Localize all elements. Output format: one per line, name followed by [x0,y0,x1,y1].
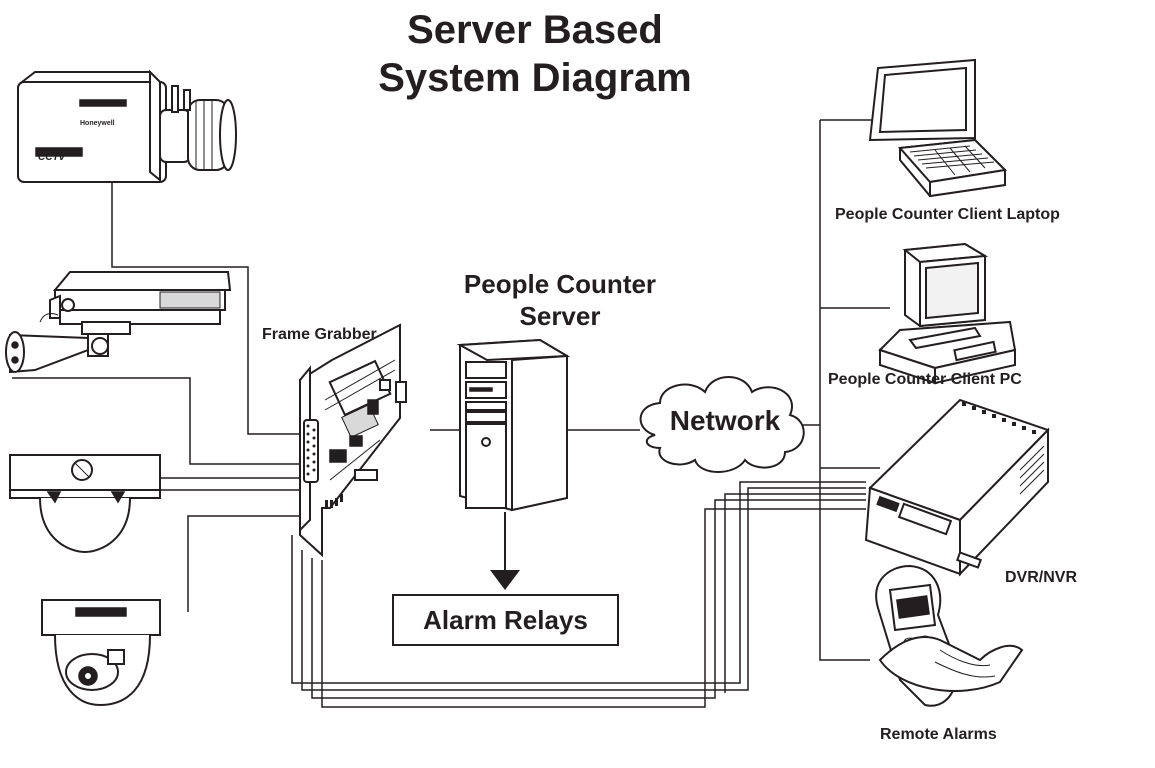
link-bullet-camera [12,377,300,465]
arrow-down-icon [490,570,520,590]
title-line-1: Server Based [407,8,663,52]
client-laptop [868,58,1008,198]
alarm-relays-label: Alarm Relays [423,605,588,635]
link-loop-3 [311,499,866,699]
link-box-camera [111,180,300,435]
dvr-nvr-label: DVR/NVR [1005,569,1078,586]
title-line-2: System Diagram [378,56,692,100]
connection-lines [12,119,900,708]
frame-grabber-label: Frame Grabber [262,326,377,343]
camera-model-text: CCTV [38,152,67,163]
diagram-title: Server Based System Diagram [330,6,740,102]
alarm-relays-box [392,594,619,646]
link-loop-4 [321,508,866,708]
server-tower [456,338,571,512]
link-loop-2 [301,487,866,691]
dvr-nvr [864,398,1050,577]
server-label: People Counter Server [420,268,700,332]
link-dome-camera-2 [187,515,300,612]
server-label-line-1: People Counter [463,269,657,299]
link-loop-5 [724,493,866,693]
dome-camera-2 [41,599,161,707]
link-loop-1 [291,481,866,684]
network-label: Network [669,405,781,436]
network-cloud [639,376,805,473]
box-camera: Honeywell CCTV [17,69,237,183]
client-pc-label: People Counter Client PC [828,371,1022,388]
remote-alarms-label: Remote Alarms [880,726,997,743]
client-pc [878,242,1017,385]
housing-camera [5,271,232,374]
server-label-line-2: Server [519,301,601,331]
camera-brand-text: Honeywell [80,120,115,127]
dome-camera-1 [9,454,161,554]
frame-grabber-card [299,323,407,558]
remote-alarm-device [875,564,1024,707]
link-client-bus [819,120,870,661]
client-laptop-label: People Counter Client Laptop [835,206,1060,223]
